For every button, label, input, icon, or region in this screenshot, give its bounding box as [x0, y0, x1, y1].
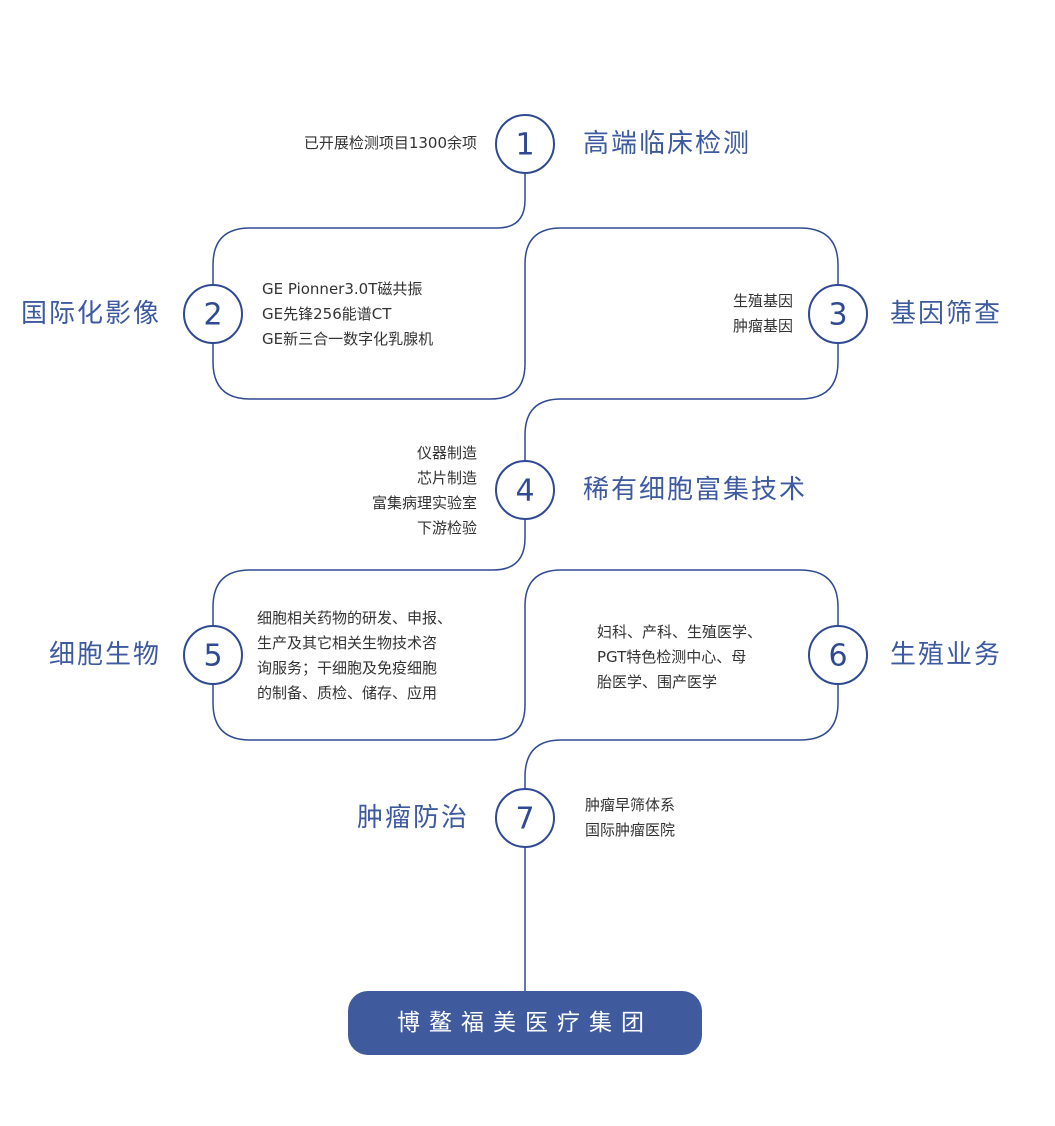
node-4-number: 4: [515, 474, 534, 509]
node-1-desc-line: 已开展检测项目1300余项: [303, 134, 477, 152]
node-5-number: 5: [203, 639, 222, 674]
node-2-desc-line: GE Pionner3.0T磁共振: [262, 280, 423, 298]
node-4-desc-line: 芯片制造: [416, 469, 477, 487]
node-7-description: 肿瘤早筛体系 国际肿瘤医院: [585, 793, 675, 843]
node-5-desc-line: 生产及其它相关生物技术咨: [257, 634, 438, 652]
node-1: 1: [495, 114, 555, 174]
node-5-label: 细胞生物: [48, 640, 161, 670]
node-6-description: 妇科、产科、生殖医学、 PGT特色检测中心、母 胎医学、围产医学: [597, 620, 762, 695]
node-6-number: 6: [828, 639, 847, 674]
node-6-desc-line: PGT特色检测中心、母: [597, 648, 747, 666]
node-2: 2: [183, 284, 243, 344]
node-5: 5: [183, 625, 243, 685]
node-4-description: 仪器制造 芯片制造 富集病理实验室 下游检验: [372, 441, 477, 541]
node-3-label: 基因筛查: [890, 299, 1003, 329]
node-5-desc-line: 的制备、质检、储存、应用: [257, 684, 438, 702]
node-1-description: 已开展检测项目1300余项: [304, 131, 477, 156]
node-6-desc-line: 妇科、产科、生殖医学、: [597, 623, 763, 641]
node-6-circle: [808, 625, 868, 685]
node-2-number: 2: [203, 298, 222, 333]
node-7-desc-line: 肿瘤早筛体系: [585, 796, 676, 814]
node-7-desc-line: 国际肿瘤医院: [585, 821, 676, 839]
node-4-desc-line: 仪器制造: [416, 444, 477, 462]
node-5-desc-line: 细胞相关药物的研发、申报、: [257, 609, 453, 627]
node-6-desc-line: 胎医学、围产医学: [597, 673, 718, 691]
node-2-desc-line: GE新三合一数字化乳腺机: [262, 330, 434, 348]
node-2-desc-line: GE先锋256能谱CT: [262, 305, 392, 323]
node-1-number: 1: [515, 128, 534, 163]
node-6-label: 生殖业务: [890, 640, 1003, 670]
node-7: 7: [495, 788, 555, 848]
node-6: 6: [808, 625, 868, 685]
node-7-circle: [495, 788, 555, 848]
node-7-number: 7: [515, 802, 534, 837]
node-3-description: 生殖基因 肿瘤基因: [733, 289, 793, 339]
node-2-circle: [183, 284, 243, 344]
node-4: 4: [495, 460, 555, 520]
node-7-label: 肿瘤防治: [356, 803, 469, 833]
node-3-number: 3: [828, 298, 847, 333]
node-2-description: GE Pionner3.0T磁共振 GE先锋256能谱CT GE新三合一数字化乳…: [262, 277, 433, 352]
node-4-label: 稀有细胞富集技术: [583, 475, 808, 505]
node-5-description: 细胞相关药物的研发、申报、 生产及其它相关生物技术咨 询服务；干细胞及免疫细胞 …: [257, 606, 452, 706]
node-5-circle: [183, 625, 243, 685]
node-3: 3: [808, 284, 868, 344]
node-3-desc-line: 生殖基因: [732, 292, 793, 310]
group-name-banner: 博鳌福美医疗集团: [348, 991, 702, 1055]
node-4-desc-line: 富集病理实验室: [371, 494, 477, 512]
node-4-circle: [495, 460, 555, 520]
node-3-circle: [808, 284, 868, 344]
node-1-label: 高端临床检测: [583, 129, 752, 159]
node-1-circle: [495, 114, 555, 174]
node-5-desc-line: 询服务；干细胞及免疫细胞: [257, 659, 438, 677]
node-2-label: 国际化影像: [20, 299, 161, 329]
node-4-desc-line: 下游检验: [416, 519, 477, 537]
node-3-desc-line: 肿瘤基因: [732, 317, 793, 335]
